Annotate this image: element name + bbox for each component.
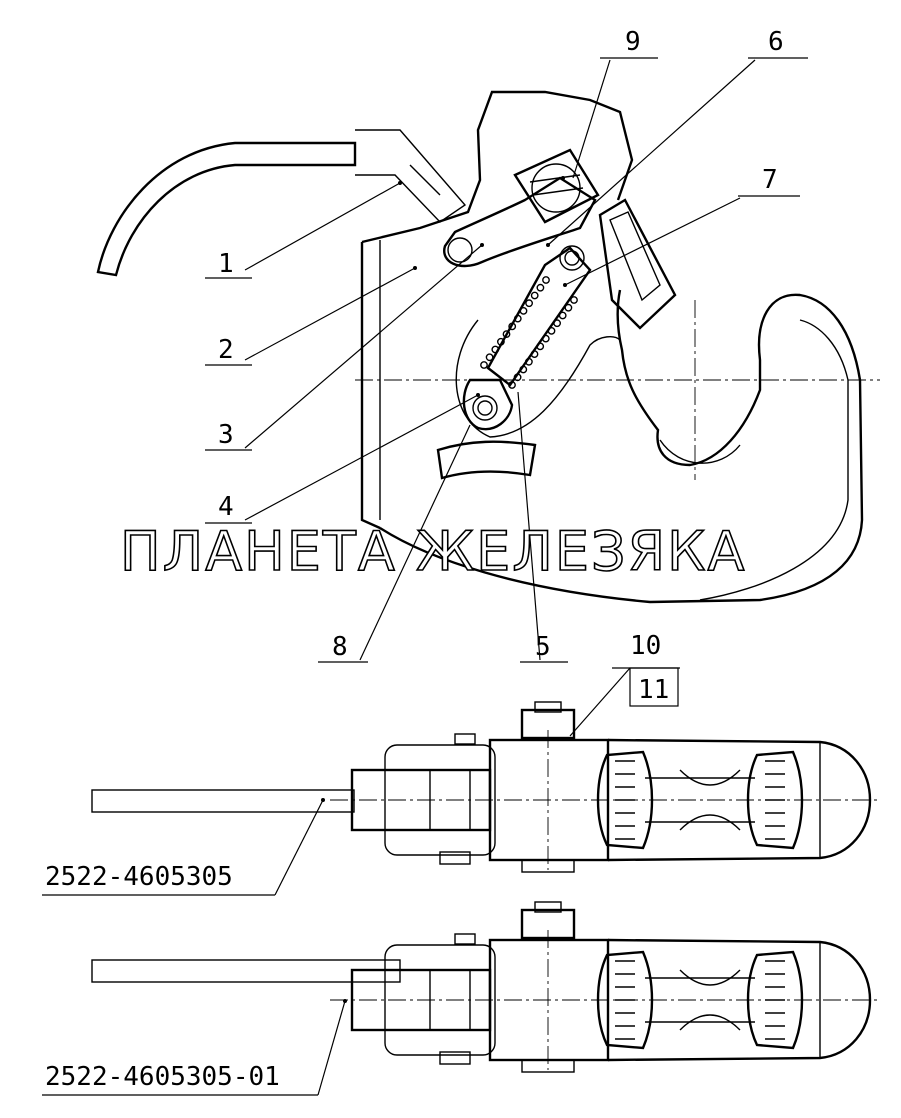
- callout-8: 8: [332, 632, 348, 662]
- callout-6: 6: [768, 27, 784, 57]
- part-number-2: 2522-4605305-01: [45, 1062, 280, 1092]
- callout-9: 9: [625, 27, 641, 57]
- callout-10: 10: [630, 631, 661, 661]
- callout-7: 7: [762, 165, 778, 195]
- side-view-variant-1: [91, 701, 880, 873]
- callout-3: 3: [218, 420, 234, 450]
- pivot-arm: [443, 176, 597, 268]
- part-number-1: 2522-4605305: [45, 862, 233, 892]
- side-view-variant-2: [91, 901, 880, 1073]
- callout-1: 1: [218, 249, 234, 279]
- callout-11: 11: [638, 675, 669, 705]
- callout-4: 4: [218, 492, 234, 522]
- callout-2: 2: [218, 335, 234, 365]
- release-lever: [96, 141, 357, 277]
- hook-body: [360, 90, 864, 604]
- latch: [598, 198, 677, 330]
- watermark: ПЛАНЕТА ЖЕЛЕЗЯКА: [120, 520, 746, 583]
- spring-rod: [462, 245, 592, 431]
- callout-5: 5: [535, 632, 551, 662]
- hook-assembly-view: [96, 57, 880, 663]
